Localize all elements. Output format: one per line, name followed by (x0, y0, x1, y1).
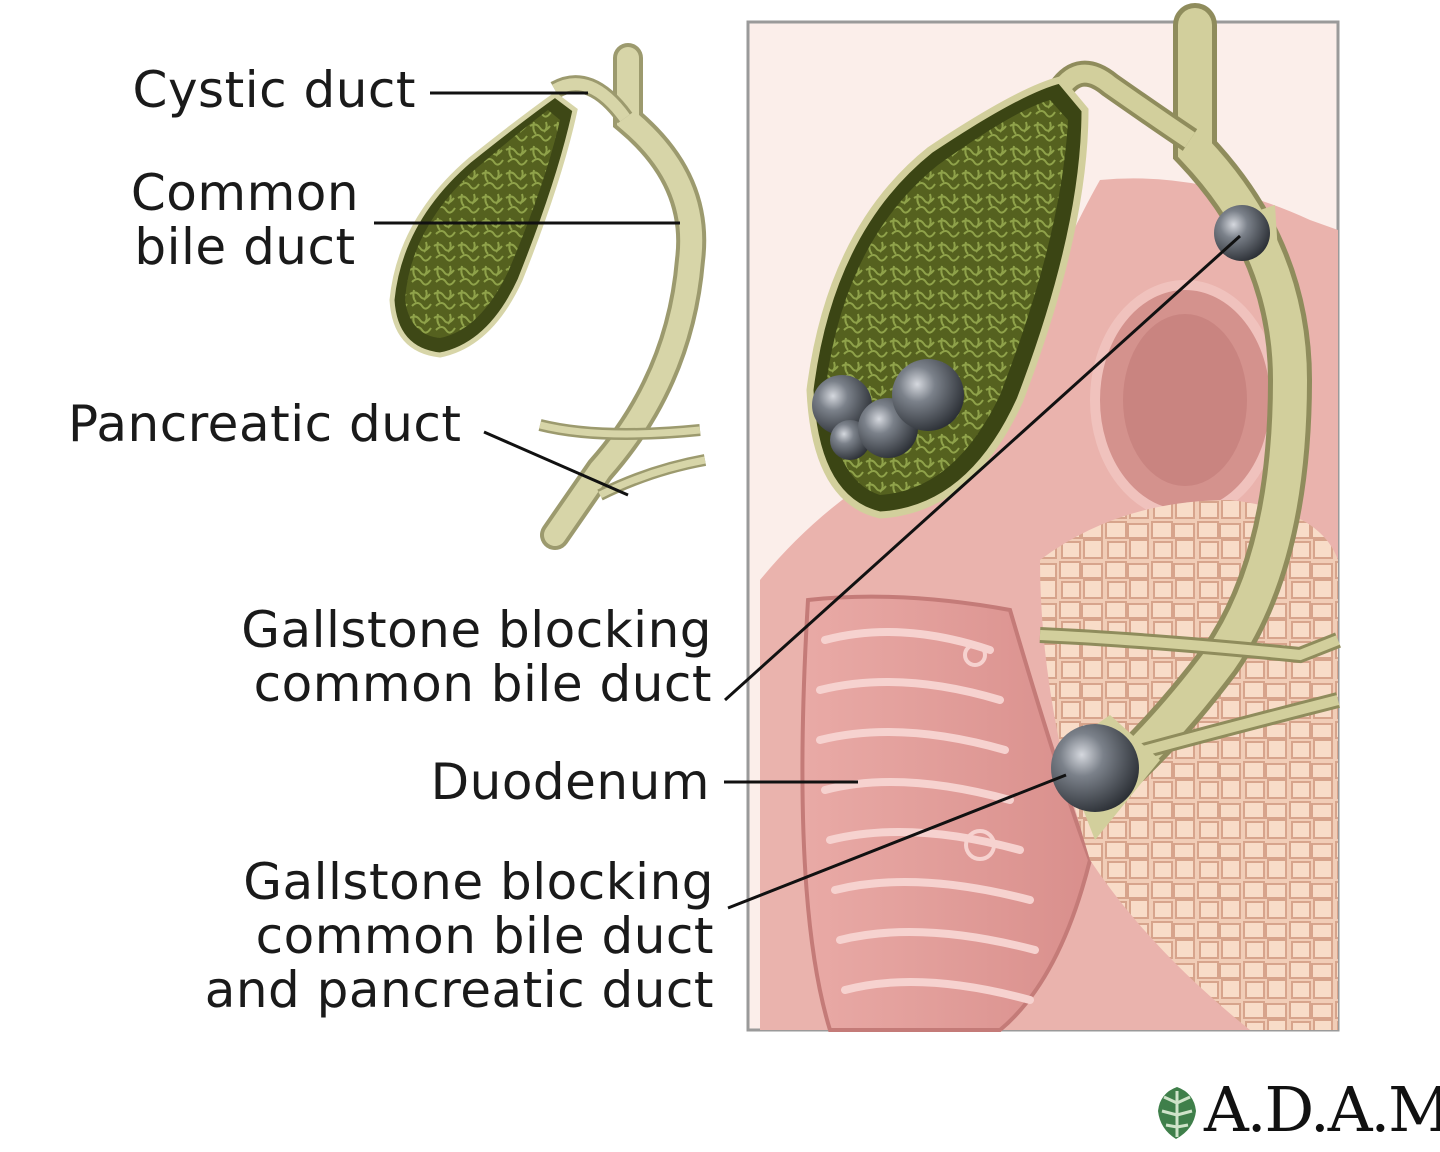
detail-panel (746, 3, 1341, 1032)
duodenum-section (800, 594, 1093, 1032)
gallstone (892, 359, 964, 431)
gallstone (812, 375, 872, 435)
gallstone-lower-blocking (1051, 724, 1139, 812)
small-gallbladder-diagram (389, 43, 707, 550)
leader-lines (374, 91, 1242, 910)
label-gallstone-cbd: Gallstone blocking common bile duct (241, 601, 712, 713)
leader-gallstone-cbd (723, 234, 1242, 702)
label-cystic-duct: Cystic duct (132, 61, 416, 119)
label-duodenum: Duodenum (430, 753, 710, 811)
label-pancreatic-duct: Pancreatic duct (68, 395, 462, 453)
label-common-bile-duct: Common bile duct (130, 164, 360, 276)
adam-leaf-icon (1158, 1087, 1196, 1139)
leader-gallstone-cbd-pd (727, 773, 1067, 910)
adam-logo-text: A.D.A.M. (1204, 1073, 1440, 1146)
leader-pancreatic-duct (483, 430, 629, 497)
label-gallstone-cbd-pd: Gallstone blocking common bile duct and … (204, 853, 714, 1019)
adam-logo: A.D.A.M. (1152, 1075, 1440, 1145)
